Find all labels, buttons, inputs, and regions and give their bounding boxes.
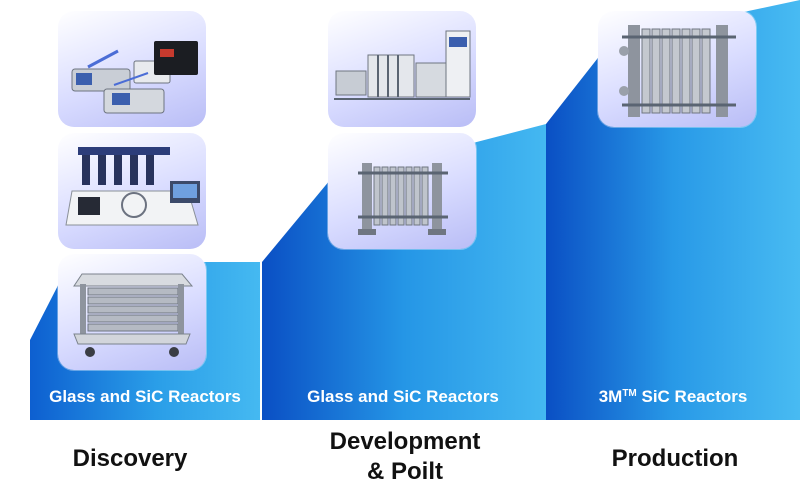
stage-label-development-line2: & Poilt (367, 458, 443, 485)
reactor-label-production-rest: SiC Reactors (636, 387, 748, 406)
reactor-label-production-main: 3M (598, 387, 623, 406)
reactor-label-development: Glass and SiC Reactors (307, 387, 499, 406)
stage-label-production: Production (611, 445, 739, 472)
pilot-skid-illustration (334, 30, 471, 100)
image-plate-reactor-frame (328, 133, 476, 249)
stacked-reactor-illustration (73, 273, 194, 357)
image-pilot-skid (328, 11, 476, 127)
syringe-pump-illustration (71, 41, 198, 114)
image-stacked-plate-reactor (58, 254, 206, 370)
workstation-illustration (65, 147, 200, 226)
stage-label-development-line1: Development (329, 428, 481, 455)
trademark-superscript: TM (622, 388, 637, 399)
image-lab-workstation (58, 133, 206, 249)
plate-frame-illustration (358, 163, 448, 235)
reactor-label-discovery: Glass and SiC Reactors (49, 387, 241, 406)
image-lab-syringe-pumps (58, 11, 206, 127)
image-production-reactor (598, 11, 756, 127)
reactor-label-production: 3MTM SiC Reactors (546, 387, 800, 407)
stage-label-discovery: Discovery (72, 445, 188, 472)
production-reactor-illustration (619, 25, 736, 117)
stage-label-development: Development & Poilt (300, 427, 510, 487)
